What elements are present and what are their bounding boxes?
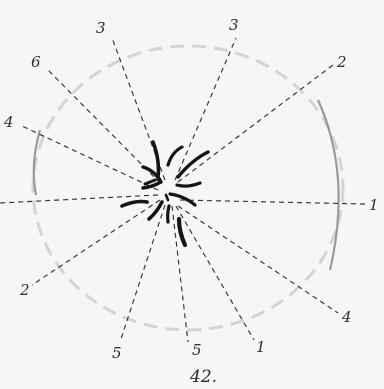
outline-circle (33, 46, 343, 330)
label-top-left-3: 3 (96, 19, 106, 37)
ray-upper-right-2 (178, 65, 333, 182)
ray-top-right-3 (175, 38, 236, 180)
outline-right-arc (318, 100, 339, 270)
ray-right-1 (180, 200, 365, 204)
ray-left-4 (20, 125, 158, 190)
central-strokes (122, 142, 208, 245)
label-bottom-1: 1 (256, 338, 266, 356)
label-top-right-3: 3 (229, 16, 239, 34)
figure-caption: 42. (189, 367, 217, 387)
ray-bottom-5-left (120, 205, 165, 342)
label-upper-right-2: 2 (336, 53, 347, 71)
label-left-4: 4 (3, 113, 14, 131)
label-bottom-5-right: 5 (192, 341, 202, 359)
label-lower-right-4: 4 (341, 308, 352, 326)
labels: 3 3 6 2 4 1 2 4 5 5 1 (3, 16, 379, 362)
label-upper-left-6: 6 (31, 53, 41, 71)
label-bottom-5-left: 5 (112, 344, 122, 362)
ray-lower-left-2 (32, 200, 160, 285)
label-right-1: 1 (369, 196, 379, 214)
label-lower-left-2: 2 (19, 281, 30, 299)
ray-lower-right-4 (178, 206, 338, 313)
rays (0, 38, 365, 342)
